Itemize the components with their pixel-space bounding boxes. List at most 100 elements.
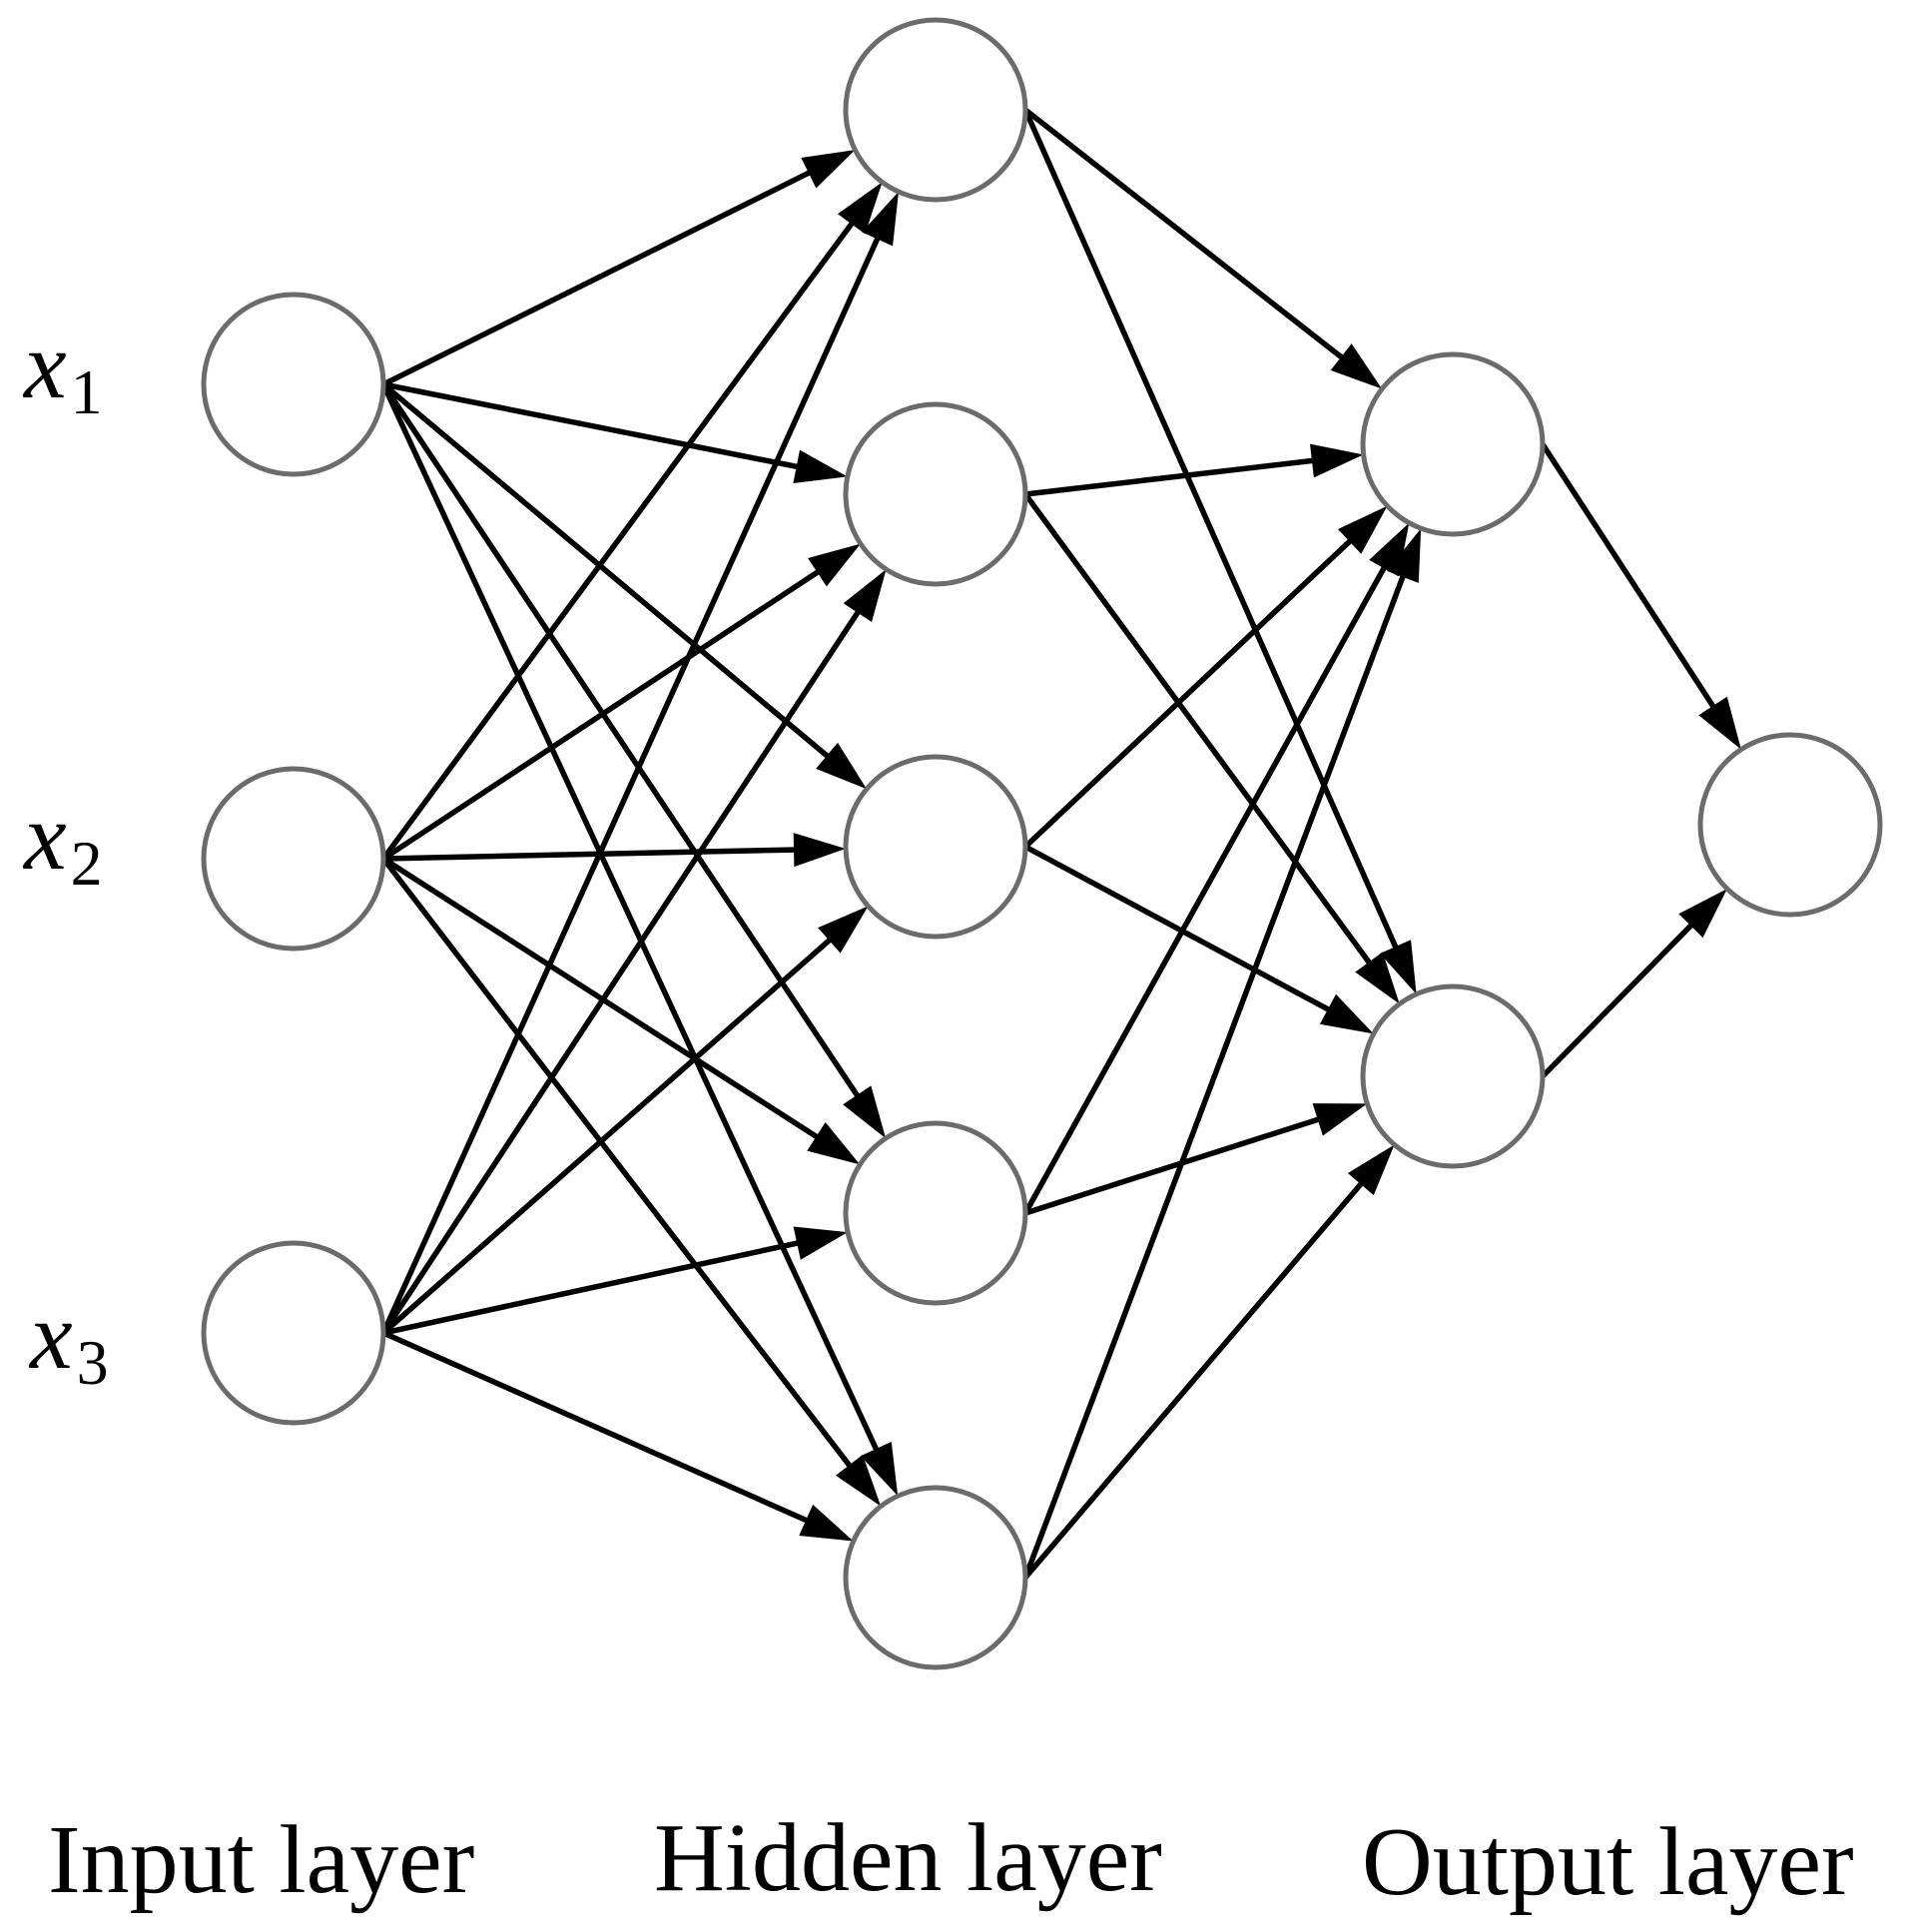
connection-line bbox=[1024, 1115, 1323, 1216]
edge-input2-hidden1 bbox=[380, 182, 883, 861]
input-subscript: 1 bbox=[71, 356, 103, 427]
output-neuron-1 bbox=[1360, 351, 1546, 537]
edge-hidden5-output2 bbox=[1022, 1144, 1395, 1580]
svg-text:x2: x2 bbox=[22, 783, 103, 899]
edge-hidden1-output1 bbox=[1023, 107, 1383, 389]
input-neuron-1 bbox=[201, 292, 386, 477]
arrowhead bbox=[793, 833, 846, 868]
arrowhead bbox=[843, 569, 887, 622]
connection-line bbox=[1022, 563, 1389, 1215]
arrowhead bbox=[816, 742, 867, 790]
input-label-1: x1 bbox=[22, 312, 103, 427]
output-layer-label: Output layer bbox=[1362, 1808, 1854, 1916]
arrowhead bbox=[1338, 505, 1388, 554]
connection-line bbox=[380, 234, 882, 1335]
input-layer-label: Input layer bbox=[48, 1806, 474, 1914]
arrowhead bbox=[860, 1442, 899, 1497]
edge-input1-hidden3 bbox=[381, 381, 867, 790]
edge-input3-hidden4 bbox=[382, 1226, 848, 1336]
final-neuron-1 bbox=[1697, 732, 1883, 918]
neurons bbox=[201, 17, 1883, 1670]
connection-line bbox=[1023, 107, 1347, 362]
edge-hidden3-output1 bbox=[1023, 505, 1388, 850]
input-variable: x bbox=[22, 783, 67, 890]
edge-input1-hidden5 bbox=[380, 382, 899, 1497]
arrowhead bbox=[793, 1226, 848, 1260]
edge-input2-hidden3 bbox=[382, 833, 846, 868]
arrowhead bbox=[808, 543, 861, 587]
arrowhead bbox=[807, 1122, 861, 1165]
edge-input1-hidden4 bbox=[380, 382, 887, 1139]
edge-input3-hidden2 bbox=[380, 569, 887, 1335]
input-neuron-3 bbox=[201, 1240, 386, 1426]
arrowhead bbox=[1698, 696, 1741, 750]
edge-hidden4-output2 bbox=[1024, 1103, 1368, 1216]
edge-hidden5-output1 bbox=[1022, 528, 1422, 1579]
connection-line bbox=[380, 219, 857, 861]
arrowhead bbox=[862, 192, 899, 247]
arrowhead bbox=[1678, 889, 1727, 939]
connection-line bbox=[1540, 442, 1718, 711]
arrowhead bbox=[843, 1085, 887, 1139]
edge-hidden2-output1 bbox=[1024, 443, 1364, 497]
arrowhead bbox=[1319, 993, 1374, 1034]
input-subscript: 2 bbox=[71, 828, 103, 899]
connection-line bbox=[1023, 844, 1333, 1014]
edge-input2-hidden2 bbox=[381, 543, 861, 862]
connection-line bbox=[380, 382, 881, 1454]
edge-output2-final1 bbox=[1541, 889, 1727, 1078]
arrowhead bbox=[818, 906, 869, 954]
input-subscript: 3 bbox=[77, 1327, 109, 1398]
connection-line bbox=[381, 381, 832, 761]
arrowhead bbox=[1387, 528, 1422, 583]
arrowhead bbox=[838, 182, 883, 235]
connection-line bbox=[381, 168, 814, 387]
connection-line bbox=[1022, 572, 1407, 1579]
connection-line bbox=[1023, 536, 1355, 850]
edge-input2-hidden5 bbox=[380, 857, 882, 1507]
edge-input1-hidden1 bbox=[381, 150, 856, 387]
edge-output1-final1 bbox=[1540, 442, 1741, 750]
edge-hidden2-output2 bbox=[1022, 492, 1400, 1004]
arrowhead bbox=[799, 1504, 854, 1542]
arrowhead bbox=[1312, 1103, 1368, 1136]
arrowhead bbox=[1310, 443, 1364, 478]
edge-hidden1-output2 bbox=[1022, 108, 1417, 994]
arrowhead bbox=[1380, 940, 1417, 994]
hidden-neuron-2 bbox=[843, 401, 1028, 587]
connection-line bbox=[381, 936, 835, 1336]
output-neuron-2 bbox=[1360, 983, 1546, 1169]
input-variable: x bbox=[22, 312, 67, 418]
arrowhead bbox=[1330, 343, 1383, 389]
connection-line bbox=[382, 381, 802, 470]
svg-text:x3: x3 bbox=[28, 1282, 109, 1398]
connection-line bbox=[1022, 1179, 1366, 1580]
edge-input3-hidden5 bbox=[381, 1330, 854, 1542]
arrowhead bbox=[1355, 952, 1400, 1004]
connection-line bbox=[1022, 108, 1400, 952]
hidden-layer-label: Hidden layer bbox=[654, 1804, 1162, 1912]
connection-line bbox=[1541, 921, 1696, 1078]
hidden-neuron-1 bbox=[843, 17, 1028, 203]
input-neuron-2 bbox=[201, 766, 386, 952]
hidden-neuron-3 bbox=[843, 754, 1028, 940]
connection-line bbox=[381, 567, 823, 862]
connection-line bbox=[382, 1239, 802, 1336]
edge-hidden3-output2 bbox=[1023, 844, 1374, 1034]
arrowhead bbox=[836, 1455, 882, 1507]
arrowhead bbox=[801, 150, 856, 189]
connection-line bbox=[381, 1330, 811, 1525]
arrowhead bbox=[1347, 1144, 1395, 1196]
svg-text:x1: x1 bbox=[22, 312, 103, 427]
hidden-neuron-5 bbox=[843, 1485, 1028, 1670]
input-variable: x bbox=[28, 1282, 73, 1389]
edge-input3-hidden3 bbox=[381, 906, 869, 1336]
edge-input3-hidden1 bbox=[380, 192, 899, 1335]
connection-line bbox=[380, 857, 855, 1471]
input-label-2: x2 bbox=[22, 783, 103, 899]
connections bbox=[380, 107, 1741, 1580]
arrowhead bbox=[793, 449, 848, 483]
connection-line bbox=[1022, 492, 1374, 967]
connection-line bbox=[382, 847, 799, 862]
